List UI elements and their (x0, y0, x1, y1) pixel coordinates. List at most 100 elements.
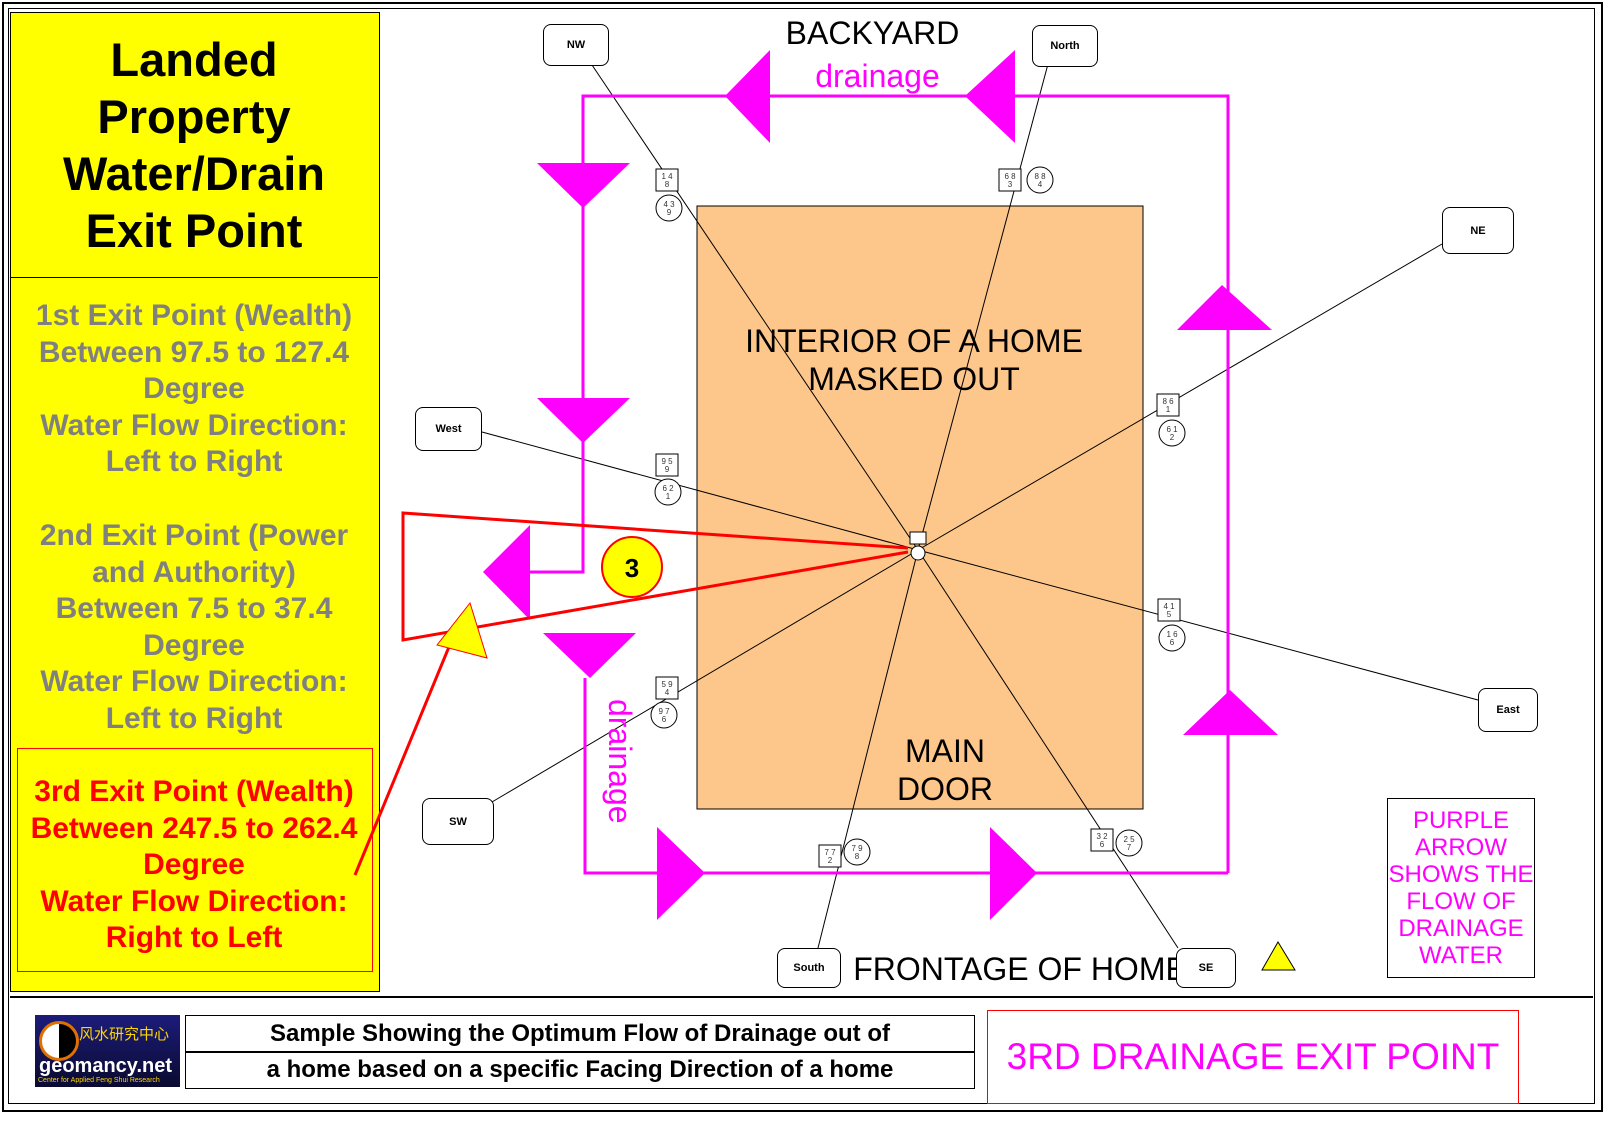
arrow-left (965, 50, 1015, 143)
direction-ne: NE (1442, 207, 1514, 254)
site-diagram: 3 1 484 396 838 848 616 129 596 214 151 … (353, 50, 1479, 971)
star-number: 3 (1008, 180, 1013, 189)
direction-sw: SW (422, 798, 494, 845)
arrow-up (1177, 285, 1272, 330)
star-number: 2 (828, 856, 833, 865)
star-square-south (818, 844, 842, 868)
exit-point-3-box (17, 748, 373, 972)
star-number: 7 (1127, 843, 1132, 852)
star-circle-ne (1158, 419, 1186, 447)
star-number: 6 (1100, 840, 1105, 849)
direction-south: South (777, 948, 841, 988)
star-number: 9 (667, 208, 672, 217)
line-south (817, 549, 919, 949)
star-number: 2 5 (1123, 835, 1135, 844)
inner-frame (8, 8, 1595, 1104)
drainage-side-label: drainage (602, 699, 638, 824)
exit-point-1: 1st Exit Point (Wealth) Between 97.5 to … (35, 299, 353, 478)
line-sw (491, 549, 919, 803)
star-number: 1 6 (1166, 630, 1178, 639)
backyard-label: BACKYARD (785, 15, 960, 51)
star-number: 8 (665, 180, 670, 189)
star-square-se (1090, 828, 1114, 852)
star-circle-north (1026, 166, 1054, 194)
star-number: 5 9 (661, 680, 673, 689)
star-number: 4 (665, 688, 670, 697)
yellow-triangle-icon (1261, 941, 1296, 971)
arrow-up (1183, 690, 1278, 735)
arrow-left (483, 525, 530, 620)
caption-line-2: a home based on a specific Facing Direct… (185, 1051, 975, 1089)
star-square-north (998, 168, 1022, 192)
exit-sector (353, 511, 909, 876)
star-number: 4 (1038, 180, 1043, 189)
star-number: 8 8 (1034, 172, 1046, 181)
caption-line-1: Sample Showing the Optimum Flow of Drain… (185, 1015, 975, 1053)
star-number: 4 1 (1163, 602, 1175, 611)
exit-number: 3 (625, 553, 639, 583)
line-north (917, 63, 1049, 551)
star-number: 6 (662, 715, 667, 724)
exit-point-2: 2nd Exit Point (Power and Authority) Bet… (39, 519, 349, 735)
logo-subtitle: Center for Applied Feng Shui Research (38, 1077, 160, 1084)
star-number: 3 2 (1096, 832, 1108, 841)
direction-east: East (1478, 688, 1538, 732)
info-panel (10, 12, 380, 992)
yin-yang-icon (39, 1021, 79, 1061)
star-number: 6 1 (1166, 425, 1178, 434)
legend-box: PURPLE ARROW SHOWS THE FLOW OF DRAINAGE … (1387, 798, 1535, 978)
star-number: 7 7 (824, 848, 836, 857)
arrow-down (537, 398, 630, 443)
line-east (917, 549, 1479, 701)
star-number: 1 (666, 492, 671, 501)
page-title: Landed Property Water/Drain Exit Point (10, 12, 378, 278)
line-ne (917, 243, 1443, 551)
frontage-label: FRONTAGE OF HOME (853, 951, 1187, 987)
star-number: 9 (665, 465, 670, 474)
star-number: 2 (1170, 433, 1175, 442)
star-circle-nw (655, 194, 683, 222)
footer-divider (10, 996, 1593, 998)
line-nw (589, 61, 919, 551)
geomancy-logo: 风水研究中心 geomancy.net Center for Applied F… (35, 1015, 180, 1087)
exit-point-3: 3rd Exit Point (Wealth) Between 247.5 to… (30, 775, 358, 954)
arrow-right (657, 827, 705, 920)
star-number: 1 4 (661, 172, 673, 181)
line-west (481, 431, 919, 551)
direction-north: North (1032, 25, 1098, 67)
arrow-right (990, 827, 1037, 920)
star-number: 1 (1166, 405, 1171, 414)
star-circle-east (1158, 624, 1186, 652)
star-circle-sw (650, 701, 678, 729)
house-footprint (696, 205, 1144, 810)
star-square-ne (1156, 393, 1180, 417)
star-square-east (1157, 598, 1181, 622)
exit-triangle-marker (436, 601, 488, 659)
star-number: 9 5 (661, 457, 673, 466)
compass-lines (481, 61, 1479, 949)
drainage-arrows (483, 50, 1278, 920)
interior-label: INTERIOR OF A HOME MASKED OUT (745, 323, 1083, 397)
direction-west: West (415, 407, 482, 451)
star-number: 6 (1170, 638, 1175, 647)
star-circle-se (1115, 829, 1143, 857)
logo-text: geomancy.net (39, 1055, 172, 1077)
exit-number-circle (601, 536, 663, 598)
arrow-down (537, 163, 630, 208)
star-number: 9 7 (658, 707, 670, 716)
center-square (909, 531, 927, 545)
outer-frame (2, 2, 1603, 1112)
drainage-top-label: drainage (815, 58, 940, 94)
star-number: 8 (855, 852, 860, 861)
center-circle (910, 545, 926, 561)
star-number: 8 6 (1162, 397, 1174, 406)
star-circle-west (654, 478, 682, 506)
direction-se: SE (1176, 948, 1236, 988)
star-number: 4 3 (663, 200, 675, 209)
star-number: 6 2 (662, 484, 674, 493)
line-se (917, 549, 1179, 949)
exit-point-label: 3RD DRAINAGE EXIT POINT (987, 1010, 1519, 1104)
arrow-left (725, 50, 770, 143)
main-door-label: MAIN DOOR (897, 733, 993, 807)
